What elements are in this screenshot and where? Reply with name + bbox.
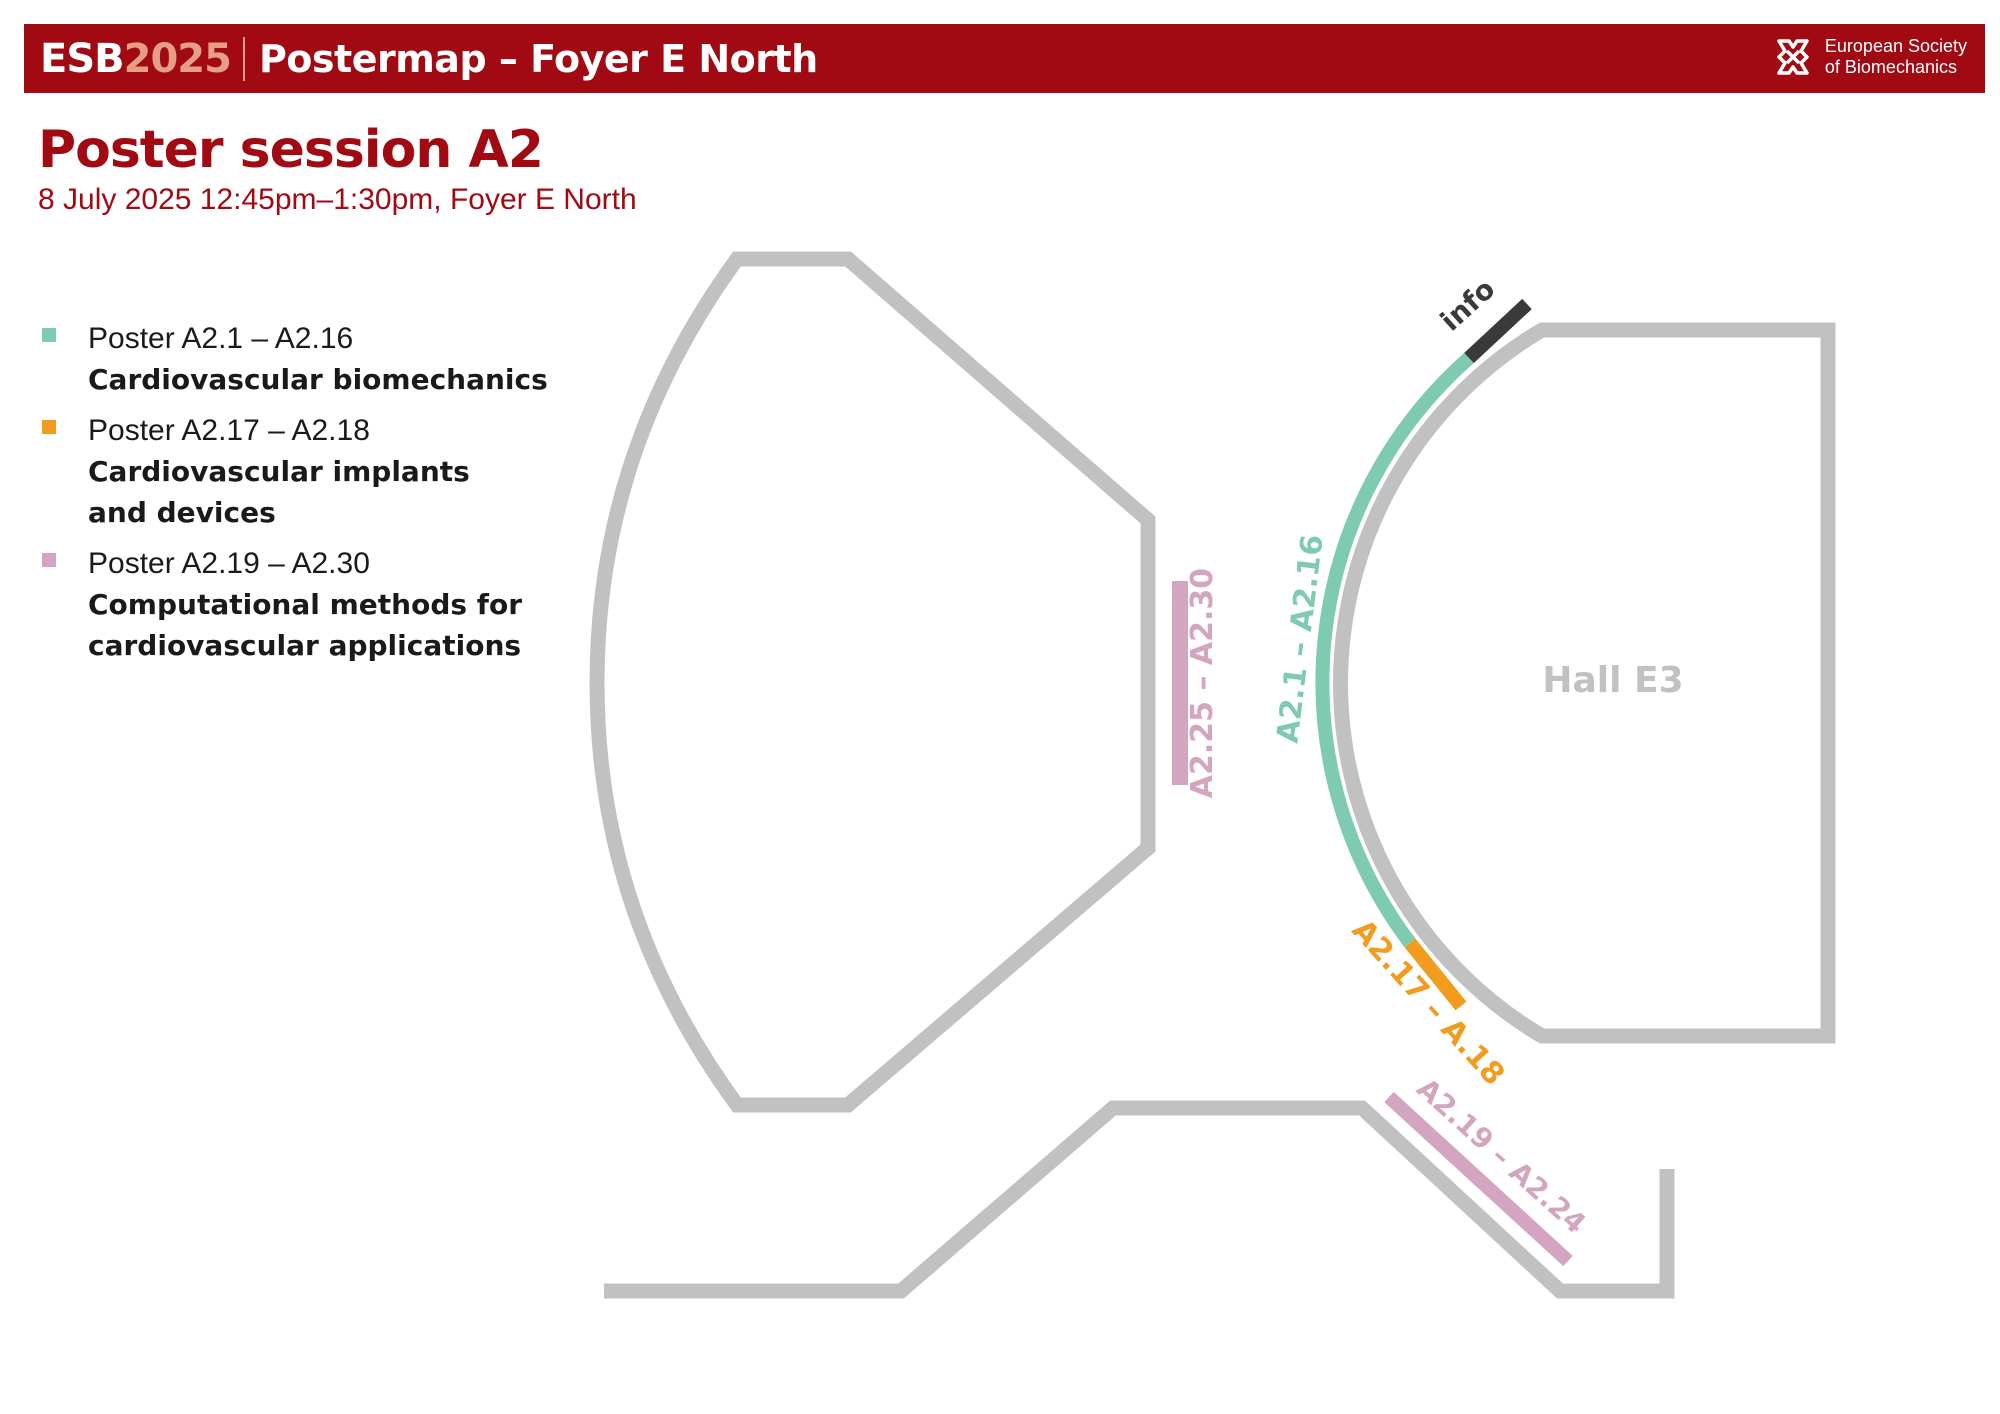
legend-swatch-orange [42,420,56,434]
label-a2-25-30: A2.25 – A2.30 [1185,568,1220,798]
legend-topic: Cardiovascular biomechanics [88,363,548,396]
brand-separator [242,36,245,81]
hall-e3-label: Hall E3 [1542,660,1683,701]
society-name-line1: European Society [1824,36,1967,56]
session-subtitle: 8 July 2025 12:45pm–1:30pm, Foyer E Nort… [38,183,637,216]
society-knot-icon [1777,39,1809,75]
brand-year: 2025 [123,35,232,82]
legend: Poster A2.1 – A2.16 Cardiovascular biome… [40,318,600,676]
legend-swatch-pink [42,553,56,567]
poster-board-a2-19-24 [1384,1091,1573,1267]
left-room-wall [589,251,1156,1113]
bottom-corridor-wall [604,1100,1675,1299]
society-name-line2: of Biomechanics [1824,57,1957,77]
info-desk [1464,298,1532,364]
poster-board-a2-1-16 [1315,352,1474,948]
header-title: Postermap – Foyer E North [258,36,818,81]
legend-topic: Computational methods for cardiovascular… [88,588,523,662]
label-a2-19-24: A2.19 – A2.24 [1410,1072,1592,1240]
society-logo: European Society of Biomechanics [1773,36,1967,78]
legend-topic: Cardiovascular implants and devices [88,455,470,529]
legend-range: Poster A2.1 – A2.16 [88,322,354,355]
legend-range: Poster A2.19 – A2.30 [88,547,370,580]
brand-prefix: ESB [40,35,125,82]
session-title: Poster session A2 [38,120,544,180]
legend-item-computational-methods: Poster A2.19 – A2.30 Computational metho… [40,543,600,666]
legend-range: Poster A2.17 – A2.18 [88,414,370,447]
header-bar: ESB2025 Postermap – Foyer E North Europe… [24,24,1985,93]
brand-logo: ESB2025 [40,35,232,82]
hall-e3-wall [1333,322,1836,1044]
legend-swatch-green [42,328,56,342]
legend-item-cardiovascular-implants: Poster A2.17 – A2.18 Cardiovascular impl… [40,410,600,533]
poster-board-a2-17-18 [1404,938,1467,1011]
legend-item-cardiovascular-biomechanics: Poster A2.1 – A2.16 Cardiovascular biome… [40,318,600,400]
